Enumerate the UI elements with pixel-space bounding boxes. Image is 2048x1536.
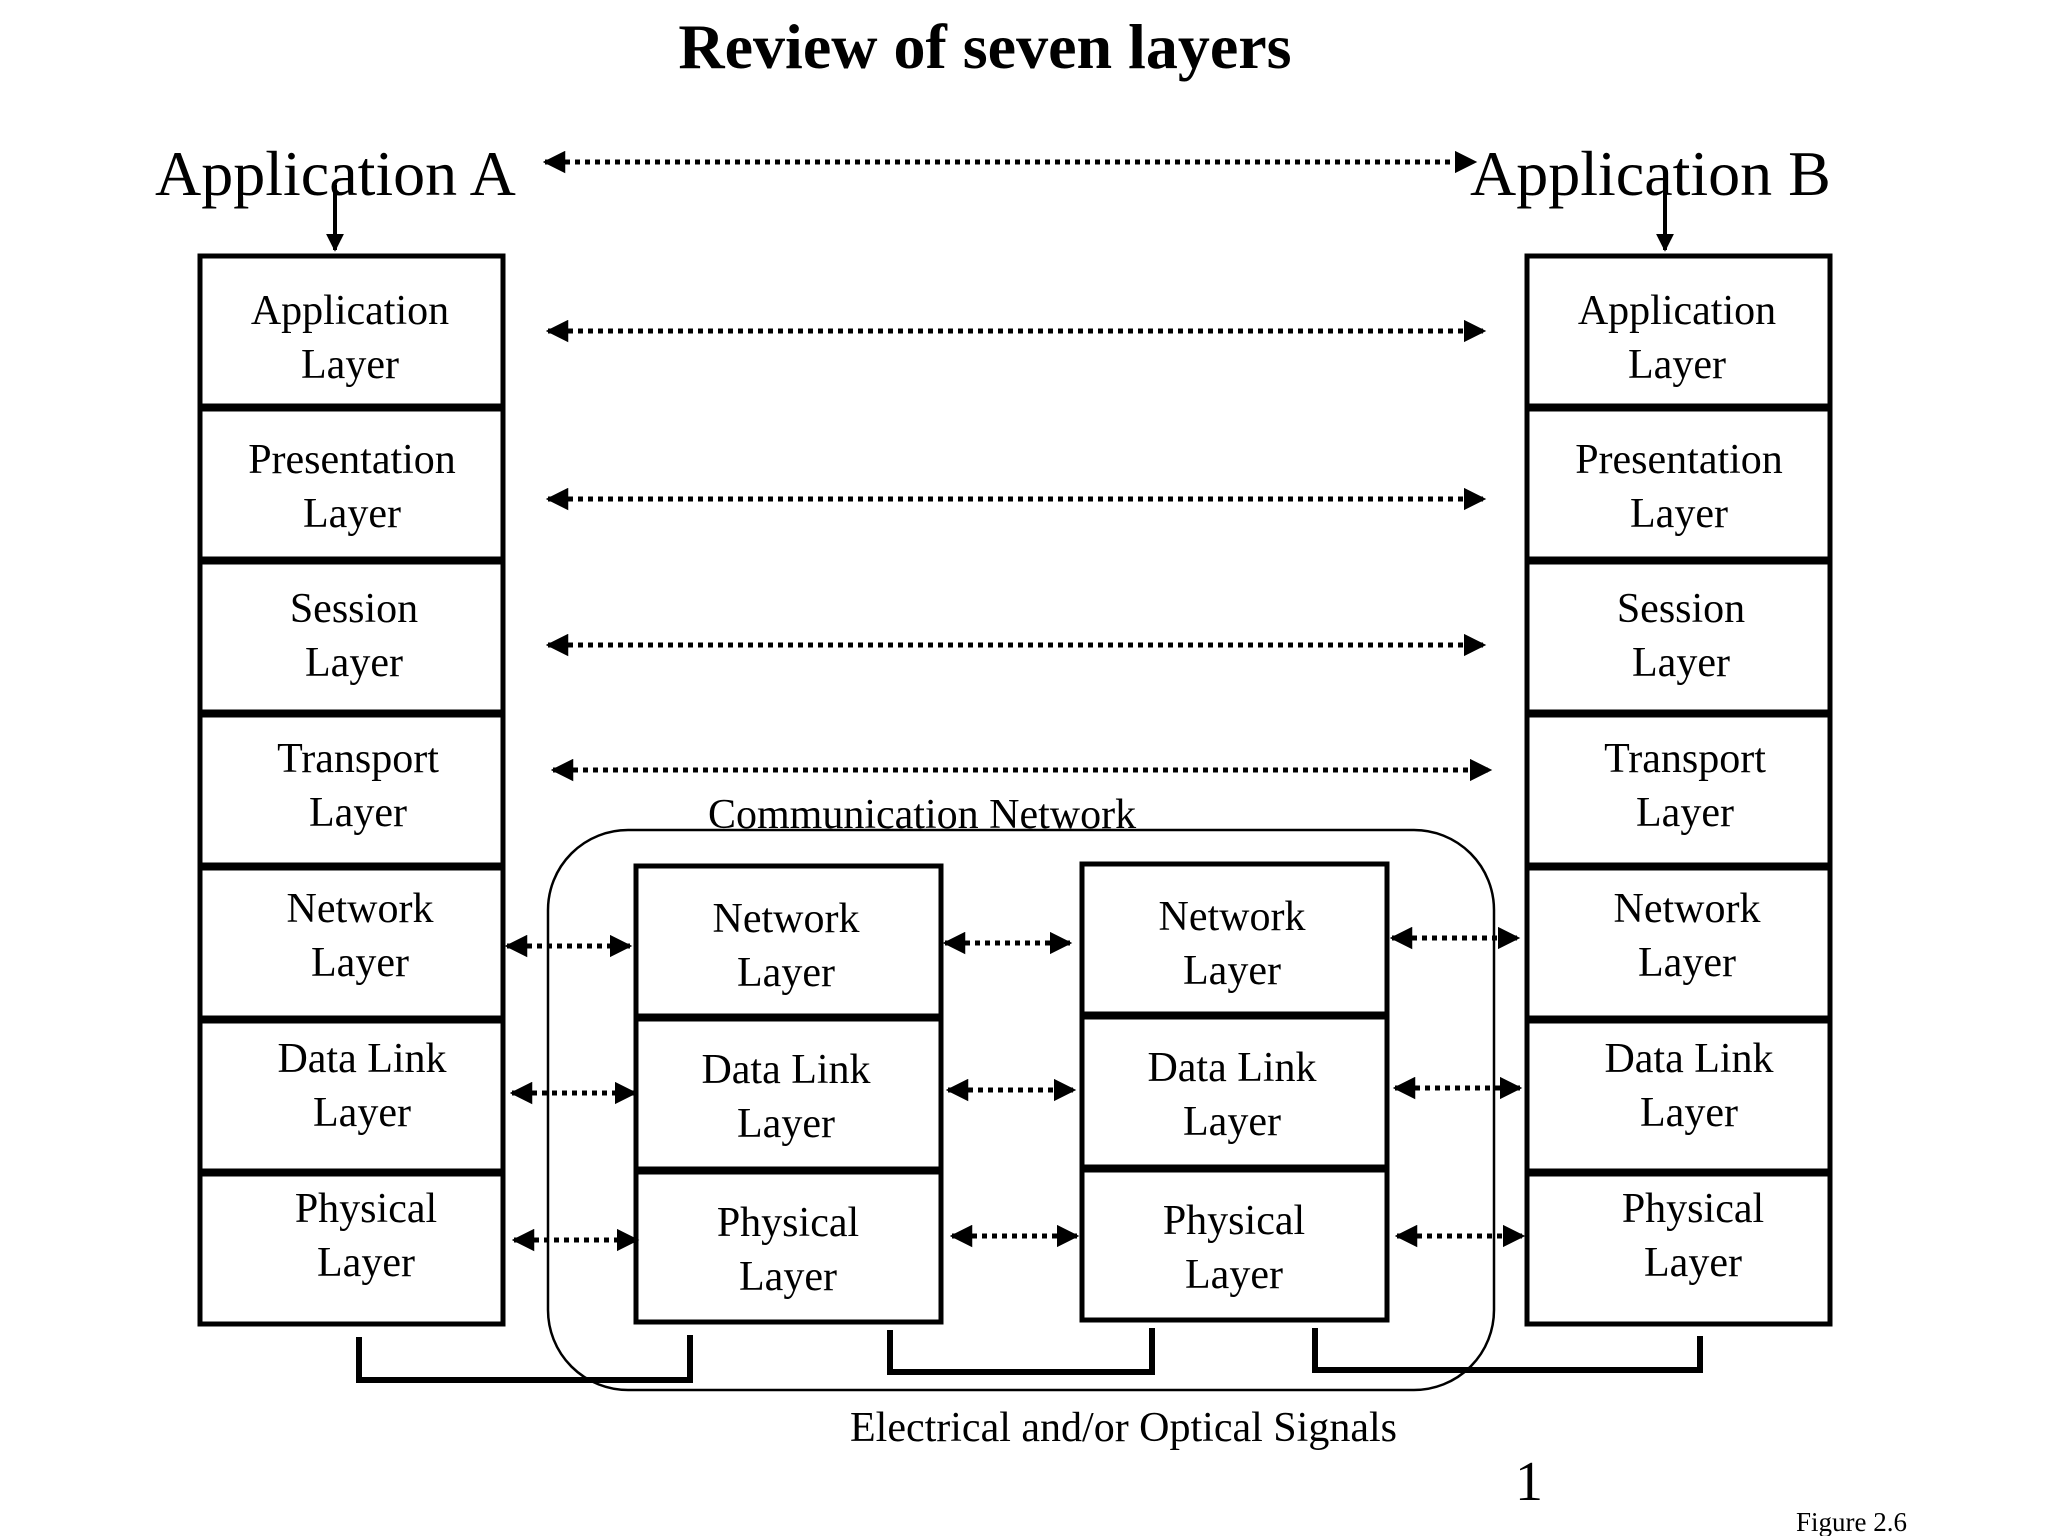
layer-box [1524,1171,1833,1327]
physical-links [356,1328,1703,1383]
layer-box [1524,559,1833,715]
layer-box [633,863,944,1019]
layer-box [197,712,506,868]
peer-arrows-lower [504,926,1526,1252]
figure-label: Figure 2.6 [1796,1507,1907,1536]
layer-box [1524,1018,1833,1174]
physical-link [887,1328,1155,1375]
signals-label: Electrical and/or Optical Signals [850,1405,1397,1451]
layer-box [197,865,506,1021]
layer-box [197,1171,506,1327]
physical-link [1312,1328,1703,1373]
physical-link [356,1335,693,1383]
peer-arrows-upper [545,319,1493,782]
communication-network-label: Communication Network [708,792,1136,838]
application-b-label: Application B [1470,138,1831,209]
layer-box [1079,1167,1390,1323]
layer-box [1524,253,1833,409]
layer-box [1524,712,1833,868]
layer-box [197,559,506,715]
page-number: 1 [1515,1451,1543,1513]
layer-box [1079,861,1390,1017]
diagram-title: Review of seven layers [678,11,1291,82]
layer-box [197,406,506,562]
layer-box [1524,865,1833,1021]
layer-box [1079,1014,1390,1170]
layer-box [197,253,506,409]
communication-network-boundary [546,828,1496,1392]
layer-box [1524,406,1833,562]
layer-box [197,1018,506,1174]
